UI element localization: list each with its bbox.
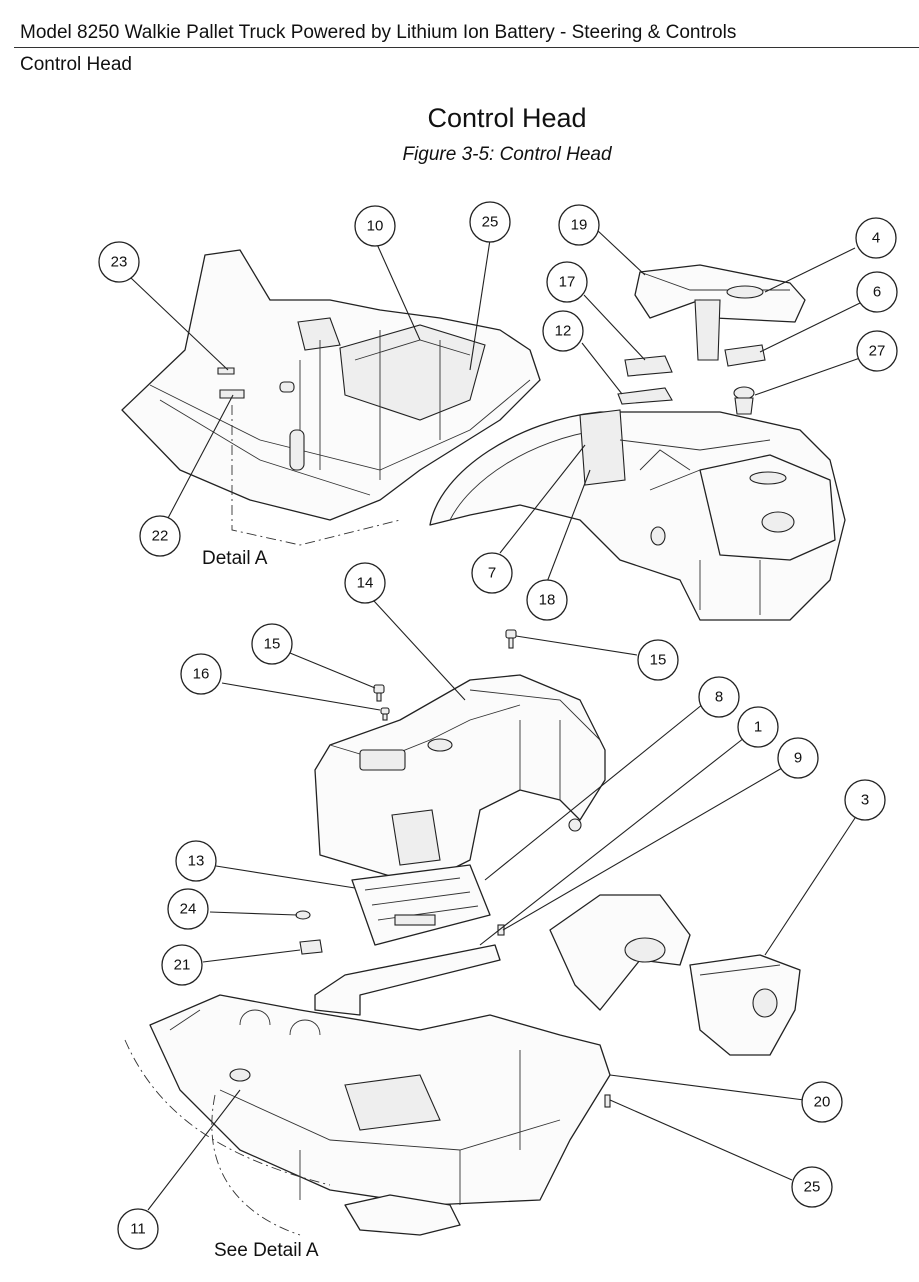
leader-lines — [130, 229, 861, 1211]
callout-1: 1 — [737, 706, 779, 748]
callout-13-label: 13 — [188, 853, 205, 870]
callout-12: 12 — [542, 310, 584, 352]
figure-title: Control Head — [427, 103, 587, 133]
callout-12-label: 12 — [555, 323, 572, 340]
frame-1-drawing — [314, 944, 501, 1016]
callout-19-label: 19 — [571, 217, 588, 234]
document-section-label: Control Head — [20, 54, 132, 75]
callout-9: 9 — [777, 737, 819, 779]
handle-cover-drawing — [429, 409, 846, 621]
callout-15: 15 — [251, 623, 293, 665]
callout-17: 17 — [546, 261, 588, 303]
callout-25-bottom-label: 25 — [804, 1179, 821, 1196]
callout-7: 7 — [471, 552, 513, 594]
gasket-12-drawing — [617, 387, 673, 405]
callout-23: 23 — [98, 241, 140, 283]
caption-see-detail-a: See Detail A — [214, 1240, 319, 1261]
callout-16: 16 — [180, 653, 222, 695]
callout-3: 3 — [844, 779, 886, 821]
callout-10: 10 — [354, 205, 396, 247]
see-detail-a-boundary — [124, 1039, 331, 1236]
callout-8: 8 — [698, 676, 740, 718]
callout-16-label: 16 — [193, 666, 210, 683]
callout-18: 18 — [526, 579, 568, 621]
callout-6-label: 6 — [873, 284, 881, 301]
callout-23-label: 23 — [111, 254, 128, 271]
callout-4: 4 — [855, 217, 897, 259]
membrane-17-drawing — [624, 355, 673, 377]
callout-10-label: 10 — [367, 218, 384, 235]
top-cover-drawing — [634, 264, 806, 361]
callout-15-right: 15 — [637, 639, 679, 681]
callout-25-label: 25 — [482, 214, 499, 231]
detail-a-boundary — [231, 405, 401, 546]
callout-4-label: 4 — [872, 230, 880, 247]
callout-25-bottom: 25 — [791, 1166, 833, 1208]
lower-housing-drawing — [149, 994, 611, 1236]
callout-21: 21 — [161, 944, 203, 986]
document-header-title: Model 8250 Walkie Pallet Truck Powered b… — [20, 22, 737, 43]
caption-detail-a: Detail A — [202, 548, 268, 569]
callout-15-label: 15 — [264, 636, 281, 653]
header-divider — [14, 47, 919, 48]
callout-14: 14 — [344, 562, 386, 604]
twist-grip-drawing — [549, 894, 801, 1056]
callout-22-label: 22 — [152, 528, 169, 545]
circuit-board-drawing — [351, 864, 491, 946]
callout-19: 19 — [558, 204, 600, 246]
callout-1-label: 1 — [754, 719, 762, 736]
callout-8-label: 8 — [715, 689, 723, 706]
callout-13: 13 — [175, 840, 217, 882]
callout-15-right-label: 15 — [650, 652, 667, 669]
figure-caption: Figure 3-5: Control Head — [402, 144, 612, 165]
fasteners-drawing — [295, 629, 611, 1108]
callout-3-label: 3 — [861, 792, 869, 809]
callout-17-label: 17 — [559, 274, 576, 291]
callout-11-label: 11 — [130, 1221, 146, 1238]
callout-18-label: 18 — [539, 592, 556, 609]
callout-27-label: 27 — [869, 343, 886, 360]
callout-11: 11 — [117, 1208, 159, 1250]
callout-27: 27 — [856, 330, 898, 372]
bracket-6-drawing — [724, 344, 766, 367]
callout-20-label: 20 — [814, 1094, 831, 1111]
detail-a-housing-drawing — [121, 249, 541, 521]
callout-9-label: 9 — [794, 750, 802, 767]
callout-22: 22 — [139, 515, 181, 557]
callout-21-label: 21 — [174, 957, 191, 974]
callout-20: 20 — [801, 1081, 843, 1123]
callout-24-label: 24 — [180, 901, 197, 918]
callout-24: 24 — [167, 888, 209, 930]
callout-14-label: 14 — [357, 575, 374, 592]
callout-7-label: 7 — [488, 565, 496, 582]
button-27-drawing — [733, 386, 755, 415]
callout-6: 6 — [856, 271, 898, 313]
callout-25: 25 — [469, 201, 511, 243]
